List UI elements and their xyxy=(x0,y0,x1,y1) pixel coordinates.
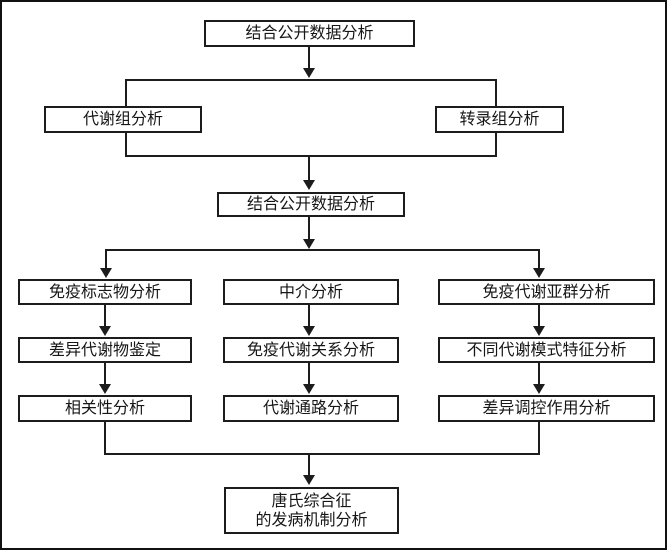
node-differential-metabolite-identification: 差异代谢物鉴定 xyxy=(18,337,192,363)
node-combined-public-data-analysis-1: 结合公开数据分析 xyxy=(204,20,415,47)
node-transcriptomics-analysis: 转录组分析 xyxy=(435,106,564,133)
connector-top-to-loop xyxy=(308,47,310,68)
final-node-line-1: 唐氏综合征 xyxy=(271,492,352,510)
arrowhead-icon xyxy=(303,326,315,336)
node-immune-marker-analysis: 免疫标志物分析 xyxy=(18,279,192,305)
connector-right-1 xyxy=(538,305,540,326)
connector-merge-horizontal xyxy=(104,453,540,455)
connector-mid-2 xyxy=(308,363,310,384)
arrowhead-icon xyxy=(533,384,545,394)
node-correlation-analysis: 相关性分析 xyxy=(18,395,192,422)
arrowhead-icon xyxy=(303,68,315,78)
connector-branch-right xyxy=(538,249,540,268)
arrowhead-icon xyxy=(99,326,111,336)
node-combined-public-data-analysis-2: 结合公开数据分析 xyxy=(217,192,405,217)
node-down-syndrome-pathogenesis-analysis: 唐氏综合征 的发病机制分析 xyxy=(224,487,399,534)
node-metabolomics-analysis: 代谢组分析 xyxy=(44,106,202,133)
arrowhead-icon xyxy=(100,268,112,278)
arrowhead-icon xyxy=(533,268,545,278)
connector-left-2 xyxy=(104,363,106,384)
arrowhead-icon xyxy=(303,475,315,485)
connector-merge-to-final xyxy=(308,455,310,475)
connector-mid-1 xyxy=(308,305,310,326)
arrowhead-icon xyxy=(533,326,545,336)
arrowhead-icon xyxy=(303,239,315,249)
arrowhead-icon xyxy=(99,384,111,394)
final-node-line-2: 的发病机制分析 xyxy=(255,511,368,529)
node-metabolic-pathway-analysis: 代谢通路分析 xyxy=(223,395,399,422)
node-immune-metabolic-subgroup-analysis: 免疫代谢亚群分析 xyxy=(438,279,655,305)
arrowhead-icon xyxy=(303,384,315,394)
arrowhead-icon xyxy=(303,180,315,190)
node-differential-regulation-analysis: 差异调控作用分析 xyxy=(438,395,655,422)
connector-left-1 xyxy=(104,305,106,326)
connector-branch-horizontal xyxy=(105,249,540,251)
node-immune-metabolism-relationship-analysis: 免疫代谢关系分析 xyxy=(223,337,399,363)
connector-merge-right xyxy=(538,422,540,455)
connector-loop-to-combined2 xyxy=(308,157,310,180)
connector-combined2-to-branch xyxy=(308,217,310,239)
connector-merge-left xyxy=(104,422,106,455)
connector-right-2 xyxy=(538,363,540,384)
connector-branch-left xyxy=(105,249,107,268)
node-mediation-analysis: 中介分析 xyxy=(223,279,399,305)
node-metabolic-pattern-feature-analysis: 不同代谢模式特征分析 xyxy=(438,337,655,363)
